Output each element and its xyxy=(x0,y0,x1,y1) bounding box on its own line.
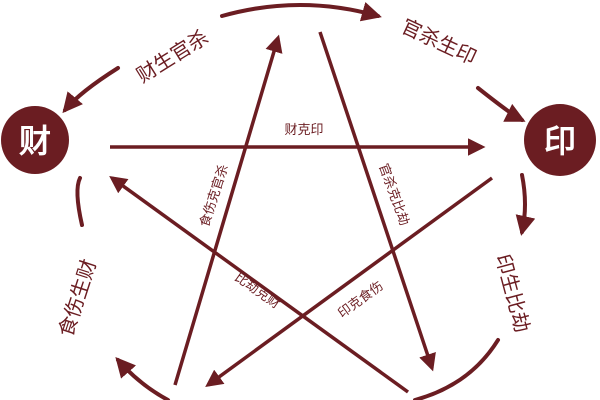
label-shishang-sheng-cai: 食伤生财 xyxy=(54,256,102,340)
star-arrow-bottom-to-left xyxy=(109,175,410,394)
node-cai-circle xyxy=(1,106,69,174)
label-cai-ke-yin: 财克印 xyxy=(284,123,323,138)
arc-right-lower xyxy=(515,173,536,236)
label-bijie-ke-cai: 比劫克财 xyxy=(231,270,282,312)
star-arrow-bottom-to-top xyxy=(173,34,283,386)
label-yin-ke-shishang: 印克食伤 xyxy=(335,278,386,322)
arc-top xyxy=(220,2,382,22)
label-shishang-ke-guansha: 食伤克官杀 xyxy=(197,162,232,229)
label-cai-sheng-guansha: 财生官杀 xyxy=(132,25,213,88)
star-arrow-right-to-bottomleft xyxy=(205,176,494,388)
arc-left-upper xyxy=(62,66,120,114)
node-yin: 印 xyxy=(524,104,596,176)
arc-right xyxy=(476,86,526,122)
arc-bottom-left xyxy=(115,356,170,400)
node-cai: 财 xyxy=(1,106,69,174)
node-cai-label: 财 xyxy=(19,122,51,160)
arc-bottom-right xyxy=(413,338,500,400)
star-arrow-right-to-bottom xyxy=(318,31,436,372)
cycle-arcs xyxy=(62,2,536,400)
label-yin-sheng-bijie: 印生比劫 xyxy=(491,251,535,334)
arc-left-lower xyxy=(75,176,84,227)
node-yin-circle xyxy=(524,104,596,176)
star-arrows xyxy=(109,31,494,394)
node-yin-label: 印 xyxy=(544,122,576,160)
label-guansha-sheng-yin: 官杀生印 xyxy=(398,14,481,70)
